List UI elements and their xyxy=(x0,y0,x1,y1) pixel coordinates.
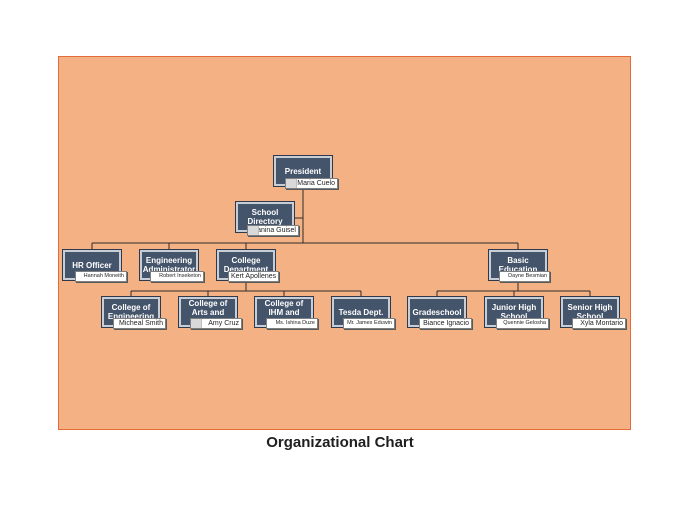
node-gradeschool-title: Gradeschool xyxy=(412,307,462,317)
node-college-engineering-name: Micheal Smith xyxy=(119,320,163,327)
node-senior-high-name: Xyla Montario xyxy=(580,320,623,327)
node-president-title: President xyxy=(284,166,322,176)
node-engineering-admin-name-tag: Robert Inseketon xyxy=(150,271,204,282)
node-college-department-name: Kert Apollenes xyxy=(231,273,277,280)
node-college-engineering-name-tag: Micheal Smith xyxy=(113,318,166,329)
node-hr-officer-title: HR Officer xyxy=(72,260,112,270)
node-school-directory-name-tag: Janina Guisel xyxy=(247,225,299,236)
node-college-ihm-name: Ms. Ishina Duze xyxy=(275,320,315,326)
node-college-department-name-tag: Kert Apollenes xyxy=(228,271,279,282)
node-college-engineering-title: College of Engineering xyxy=(107,303,155,321)
node-engineering-admin-title: Engineering Administrator xyxy=(142,256,196,274)
node-senior-high-title: Senior High School xyxy=(567,303,613,321)
node-college-department-title: College Department xyxy=(223,256,269,274)
node-tesda-name-tag: Mr. James Eduwin xyxy=(343,318,395,329)
node-college-arts-name: Amy Cruz xyxy=(208,320,239,327)
node-tesda-title: Tesda Dept. xyxy=(338,307,384,317)
node-basic-education-name: Dayne Besmian xyxy=(508,273,547,279)
node-junior-high-title: Junior High School xyxy=(491,303,537,321)
node-junior-high-name-tag: Quennie Gelosha xyxy=(496,318,549,329)
node-gradeschool-name-tag: Biance Ignacio xyxy=(419,318,472,329)
node-basic-education-name-tag: Dayne Besmian xyxy=(499,271,550,282)
node-basic-education-title: Basic Education xyxy=(498,256,538,274)
node-college-ihm-name-tag: Ms. Ishina Duze xyxy=(266,318,318,329)
node-senior-high-name-tag: Xyla Montario xyxy=(572,318,626,329)
node-school-directory-name: Janina Guisel xyxy=(253,227,296,234)
node-hr-officer-name-tag: Hannah Moneith xyxy=(75,271,127,282)
node-college-arts-name-tag: Amy Cruz xyxy=(190,318,242,329)
chart-caption: Organizational Chart xyxy=(266,434,414,451)
node-school-directory-title: School Directory xyxy=(247,208,283,226)
node-junior-high-name: Quennie Gelosha xyxy=(503,320,546,326)
node-engineering-admin-name: Robert Inseketon xyxy=(159,273,201,279)
node-president-name: Maria Cuelo xyxy=(297,180,335,187)
node-hr-officer-name: Hannah Moneith xyxy=(83,273,124,279)
node-gradeschool-name: Biance Ignacio xyxy=(423,320,469,327)
node-tesda-name: Mr. James Eduwin xyxy=(347,320,392,326)
node-president-name-tag: Maria Cuelo xyxy=(285,178,338,189)
